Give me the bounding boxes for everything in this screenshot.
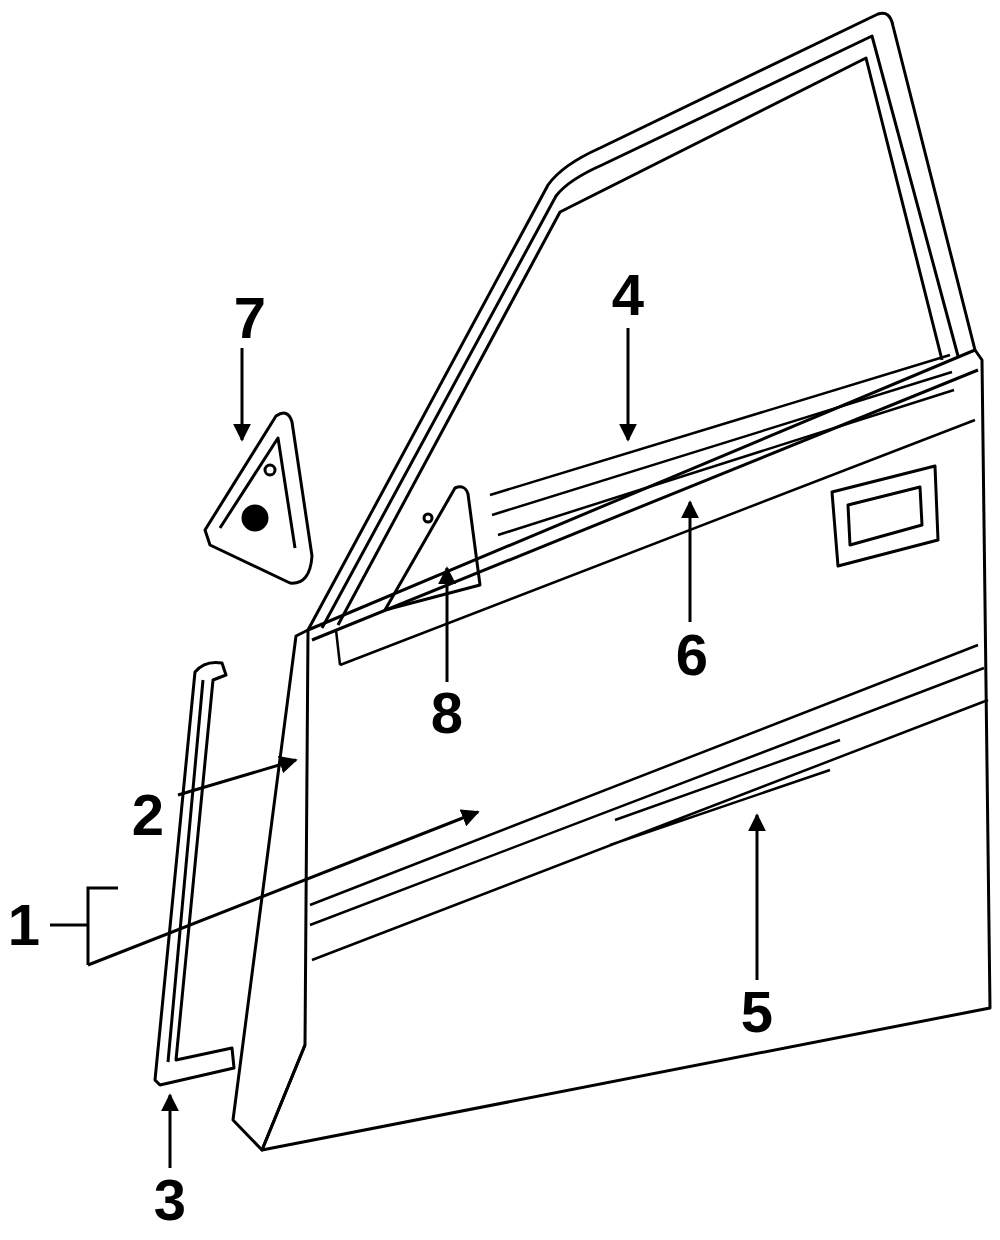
outside-mirror	[205, 413, 312, 583]
leader-line	[169, 1095, 172, 1168]
window-opening	[338, 58, 942, 625]
group-bracket	[88, 888, 118, 965]
callout-number: 7	[234, 289, 266, 347]
callout-number: 4	[612, 266, 644, 324]
front-weatherstrip	[155, 662, 234, 1085]
callout-number: 1	[8, 896, 40, 954]
hinge-face	[233, 630, 308, 1150]
door-handle	[832, 466, 938, 566]
mirror-base	[385, 487, 480, 610]
window-weatherstrip	[490, 355, 954, 535]
window-frame	[308, 13, 975, 630]
callout-number: 8	[431, 684, 463, 742]
leader-line	[50, 924, 88, 927]
leader-line	[446, 568, 449, 682]
callout-number: 5	[741, 983, 773, 1041]
callout-number: 2	[132, 786, 164, 844]
side-molding	[310, 645, 988, 960]
leader-line	[756, 815, 759, 980]
door-panel	[262, 350, 990, 1150]
leader-line	[178, 760, 296, 795]
belt-molding	[336, 420, 975, 665]
leader-line	[241, 348, 244, 440]
leader-line	[689, 502, 692, 622]
callout-number: 6	[676, 626, 708, 684]
window-frame-inner	[322, 36, 958, 628]
callout-number: 3	[154, 1171, 186, 1229]
leader-line	[627, 328, 630, 440]
belt-line	[312, 370, 978, 640]
